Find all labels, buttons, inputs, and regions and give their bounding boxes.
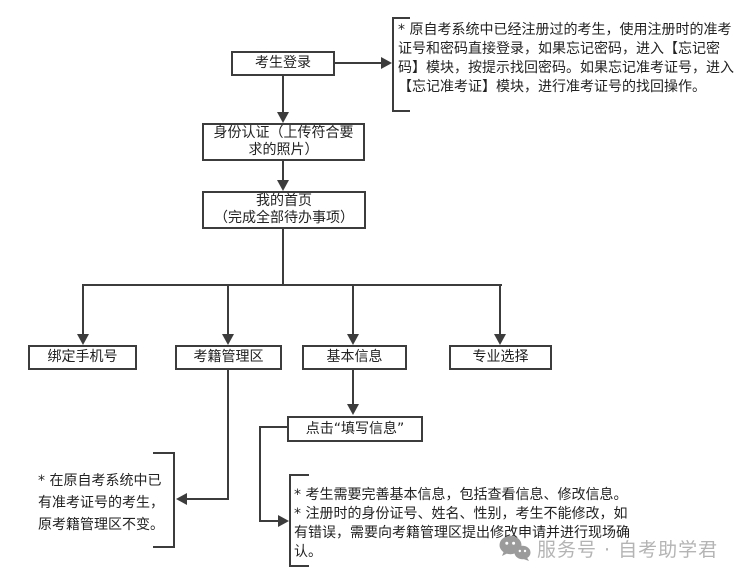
node-label: （完成全部待办事项）: [214, 210, 354, 226]
note-line: 证号和密码直接登录，如果忘记密码，进入【忘记密: [398, 41, 720, 57]
node-bind-phone: 绑定手机号: [28, 345, 137, 370]
note-line: * 考生需要完善基本信息，包括查看信息、修改信息。: [294, 487, 628, 503]
node-label: 专业选择: [472, 349, 529, 365]
bracket-registry-note: [153, 452, 175, 548]
node-home: 我的首页 （完成全部待办事项）: [202, 191, 366, 229]
arrowhead-registry-note: [176, 493, 187, 505]
node-label: 考生登录: [255, 55, 311, 71]
node-registry-zone: 考籍管理区: [175, 345, 282, 370]
note-line: 码】模块，按提示找回密码。如果忘记准考证号，进入: [398, 60, 734, 76]
connector-registry-note-horizontal: [187, 498, 229, 500]
note-basic-info: * 考生需要完善基本信息，包括查看信息、修改信息。 * 注册时的身份证号、姓名、…: [294, 486, 630, 562]
node-identity: 身份认证（上传符合要 求的照片）: [202, 123, 365, 161]
node-label: 基本信息: [326, 349, 383, 365]
connector-branch-bind-phone: [82, 285, 84, 334]
arrowhead-basic-info: [347, 334, 359, 345]
arrowhead-fill-info: [347, 404, 359, 415]
note-login: * 原自考系统中已经注册过的考生，使用注册时的准考 证号和密码直接登录，如果忘记…: [398, 21, 743, 97]
note-line: * 在原自考系统中已: [38, 473, 162, 489]
node-label: 身份认证（上传符合要: [213, 125, 354, 141]
node-basic-info: 基本信息: [302, 345, 407, 370]
connector-login-to-note: [335, 62, 382, 64]
connector-fill-note-bottom: [259, 520, 279, 522]
watermark-text: 服务号 · 自考助学君: [537, 539, 719, 561]
connector-fill-note-vertical: [259, 426, 261, 522]
wechat-icon: [499, 535, 531, 561]
arrowhead-bind-phone: [77, 334, 89, 345]
node-label: 绑定手机号: [47, 349, 118, 365]
arrowhead-home: [277, 180, 289, 191]
note-line: 认。: [294, 544, 322, 560]
note-line: 有准考证号的考生，: [38, 495, 164, 511]
note-line: 【忘记准考证】模块，进行准考证号的找回操作。: [398, 79, 706, 95]
node-label: 我的首页: [256, 193, 312, 209]
connector-basic-fill: [352, 370, 354, 405]
node-label: 求的照片）: [248, 142, 319, 158]
connector-branch-registry: [227, 285, 229, 334]
note-line: * 注册时的身份证号、姓名、性别，考生不能修改，如: [294, 506, 628, 522]
arrowhead-basic-info-note: [278, 515, 289, 527]
arrowhead-major: [494, 334, 506, 345]
connector-registry-note-vertical: [227, 370, 229, 500]
branch-line: [82, 284, 502, 286]
note-registry: * 在原自考系统中已 有准考证号的考生， 原考籍管理区不变。: [38, 470, 178, 536]
connector-home-branch: [282, 229, 284, 286]
note-line: * 原自考系统中已经注册过的考生，使用注册时的准考: [398, 22, 732, 38]
node-major-select: 专业选择: [449, 345, 552, 370]
node-fill-info: 点击“填写信息”: [287, 416, 423, 442]
note-line: 原考籍管理区不变。: [38, 517, 164, 533]
arrowhead-login-note: [381, 57, 392, 69]
connector-login-identity: [282, 76, 284, 113]
connector-branch-major: [499, 285, 501, 334]
arrowhead-identity: [277, 112, 289, 123]
bracket-basic-info-note: [289, 474, 309, 567]
note-line: 有错误，需要向考籍管理区提出修改申请并进行现场确: [294, 525, 630, 541]
bracket-login-note: [392, 17, 410, 112]
arrowhead-registry: [222, 334, 234, 345]
node-label: 考籍管理区: [193, 349, 264, 365]
connector-branch-basic-info: [352, 285, 354, 334]
node-login: 考生登录: [231, 51, 335, 76]
connector-identity-home: [282, 161, 284, 181]
watermark: 服务号 · 自考助学君: [499, 535, 718, 562]
node-label: 点击“填写信息”: [305, 420, 405, 437]
connector-fill-note-top: [259, 426, 287, 428]
